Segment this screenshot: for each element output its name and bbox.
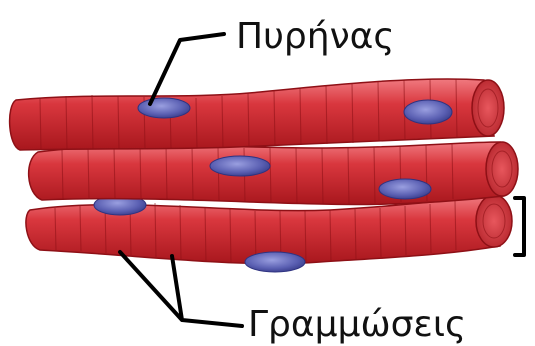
muscle-fiber-middle [29,142,518,205]
nucleus-bottom-center [245,252,305,272]
fiber-end-bottom [476,195,512,247]
nucleus-middle-right [379,179,431,199]
nucleus-leader-line [150,34,224,104]
fiber-end-top [472,80,504,136]
striations-leader-line [120,252,242,326]
nucleus-label: Πυρήνας [236,16,395,57]
muscle-fiber-top [10,79,504,150]
fiber-end-middle [486,142,518,196]
muscle-fiber-bottom [26,195,512,272]
striations-label: Γραμμώσεις [248,304,466,345]
nucleus-top-left [138,98,190,118]
nucleus-middle-center [210,156,270,176]
fiber-bracket [515,198,524,255]
nucleus-top-right [404,100,452,124]
